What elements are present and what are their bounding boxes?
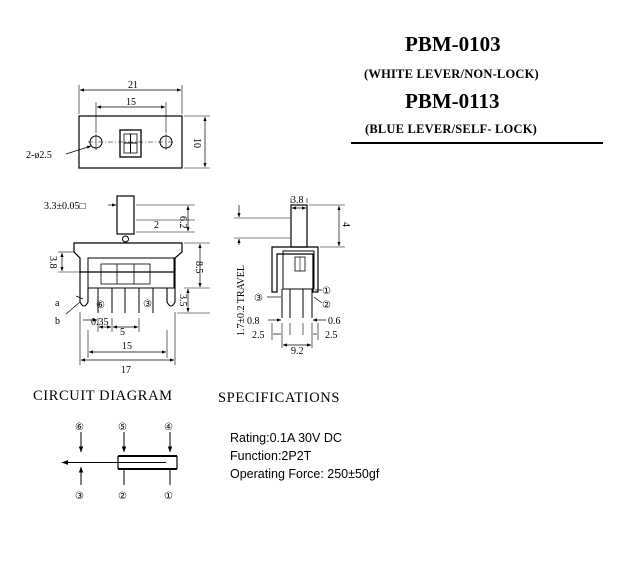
side-dim-25-right: 2.5 [325, 330, 338, 341]
spec-function: Function:2P2T [230, 449, 312, 463]
spec-operating-force: Operating Force: 250±50gf [230, 467, 380, 481]
model-number-1: PBM-0103 [405, 32, 501, 56]
front-dim-17: 17 [121, 365, 131, 376]
circuit-pin-bottom-3: ① [164, 491, 173, 502]
model-number-2: PBM-0113 [405, 89, 500, 113]
front-dim-38: 3.8 [47, 256, 58, 269]
front-view [58, 195, 210, 365]
side-pin-2: ② [322, 300, 331, 311]
side-view [234, 198, 345, 348]
side-dim-08: 0.8 [247, 316, 260, 327]
side-pin-1: ① [322, 286, 331, 297]
side-dim-38: 3.8 [291, 195, 304, 206]
specifications-title: SPECIFICATIONS [218, 390, 341, 406]
circuit-diagram-title: CIRCUIT DIAGRAM [33, 388, 173, 404]
front-pin-3: ③ [143, 299, 152, 310]
circuit-pin-top-3: ④ [164, 422, 173, 433]
side-pin-3: ③ [254, 293, 263, 304]
top-dim-width: 21 [128, 80, 138, 91]
side-dim-06: 0.6 [328, 316, 341, 327]
model-2-description: (BLUE LEVER/SELF- LOCK) [365, 122, 537, 136]
front-dim-85: 8.5 [193, 261, 204, 274]
top-dim-holes: 2-ø2.5 [26, 150, 52, 161]
side-dim-4: 4 [340, 222, 351, 227]
front-pin-6: ⑥ [96, 300, 105, 311]
spec-rating: Rating:0.1A 30V DC [230, 431, 342, 445]
front-dim-15: 15 [122, 341, 132, 352]
side-travel: 1.7±0.2 TRAVEL [236, 265, 247, 336]
side-dim-25-left: 2.5 [252, 330, 265, 341]
circuit-pin-bottom-1: ③ [75, 491, 84, 502]
circuit-pin-top-1: ⑥ [75, 422, 84, 433]
circuit-pin-bottom-2: ② [118, 491, 127, 502]
front-dim-035: 0.35 [91, 317, 109, 328]
circuit-pin-top-2: ⑤ [118, 422, 127, 433]
front-dim-5: 5 [120, 327, 125, 338]
top-view [65, 85, 210, 169]
front-dim-62: 6.2 [177, 216, 188, 229]
top-dim-height: 10 [191, 138, 202, 148]
top-dim-hole-spacing: 15 [126, 97, 136, 108]
front-label-b: b [55, 316, 60, 327]
front-label-a: a [55, 298, 60, 309]
front-dim-2: 2 [154, 220, 159, 231]
side-dim-92: 9.2 [291, 346, 304, 357]
model-1-description: (WHITE LEVER/NON-LOCK) [364, 67, 539, 81]
circuit-diagram [61, 432, 178, 485]
front-dim-35: 3.5 [177, 294, 188, 307]
front-dim-lever: 3.3±0.05□ [44, 201, 86, 212]
header-underline [351, 142, 603, 144]
